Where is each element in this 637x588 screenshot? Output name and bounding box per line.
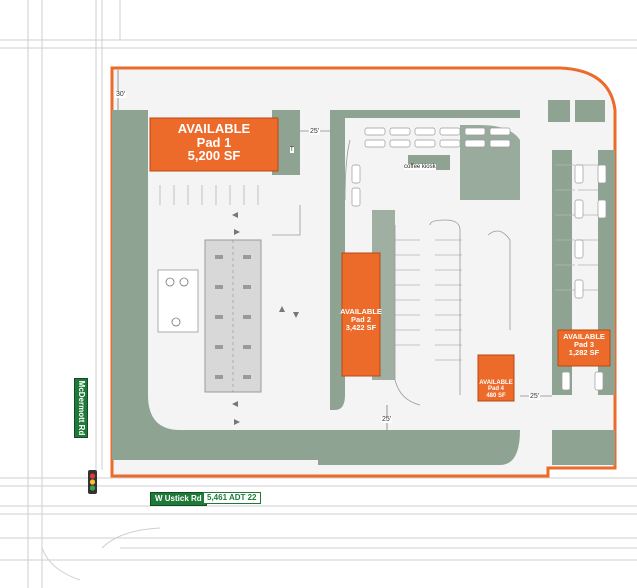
traffic-signal-icon xyxy=(88,470,97,494)
street-sign-ustick: W Ustick Rd xyxy=(150,492,207,506)
traffic-arrows xyxy=(232,212,299,425)
coffee-kiosk-label: coffee kiosk xyxy=(404,164,436,170)
trash-enclosure-label: T xyxy=(290,147,294,153)
street-sign-mcdermott-text: McDermott Rd xyxy=(77,380,86,436)
street-sign-ustick-text: W Ustick Rd xyxy=(155,494,202,503)
pad-3-building xyxy=(557,329,611,367)
pad-2-building xyxy=(341,252,381,377)
fuel-canopy xyxy=(204,239,262,393)
dimension-drive-bottom: 25' xyxy=(381,416,393,423)
parked-cars xyxy=(351,127,607,391)
utility-pad xyxy=(157,269,199,333)
traffic-count-badge: 5,461 ADT 22 xyxy=(203,492,261,504)
dimension-drive-top: 25' xyxy=(309,128,321,135)
parking-stalls xyxy=(159,164,598,361)
pad-1-building xyxy=(149,117,279,172)
dimension-drive-right: 25' xyxy=(529,393,541,400)
drive-thru-lanes xyxy=(272,139,511,406)
street-sign-mcdermott: McDermott Rd xyxy=(74,378,88,438)
pad-4-building xyxy=(477,354,515,402)
dimension-north-setback: 30' xyxy=(115,91,127,98)
